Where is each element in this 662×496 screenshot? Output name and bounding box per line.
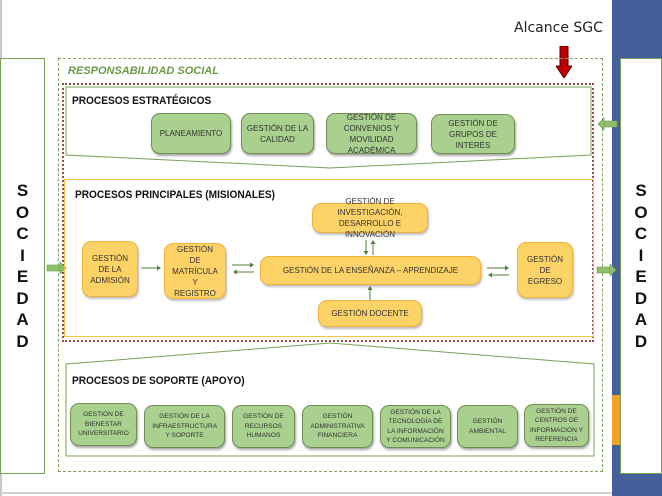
node-gestion-admision[interactable]: GESTIÓN DE LA ADMISIÓN	[82, 241, 138, 297]
node-gestion-egreso[interactable]: GESTIÓN DE EGRESO	[517, 242, 573, 298]
society-to-strategic-arrow	[597, 117, 618, 131]
society-letter: S	[16, 181, 29, 200]
society-letter: A	[16, 310, 29, 329]
strategic-section-title: PROCESOS ESTRATÉGICOS	[72, 95, 212, 107]
node-gestion-ensenanza[interactable]: GESTIÓN DE LA ENSEÑANZA – APRENDIZAJE	[260, 256, 481, 285]
society-letter: E	[635, 267, 647, 286]
society-letter: D	[634, 331, 648, 351]
arrow-ensenanza-egreso	[487, 265, 509, 278]
blue-side-bar	[612, 58, 620, 496]
society-letter: C	[16, 224, 29, 243]
society-letter: O	[634, 202, 648, 222]
society-letter: A	[634, 310, 648, 329]
society-letter: D	[16, 288, 29, 308]
node-recursos-humanos[interactable]: GESTIÓN DE RECURSOS HUMANOS	[232, 405, 295, 448]
orange-bar-segment	[612, 395, 620, 445]
node-administrativa-financiera[interactable]: GESTIÓN ADMINISTRATIVA FINANCIERA	[302, 405, 373, 448]
strategic-section-outline	[65, 86, 592, 169]
principal-to-society-arrow	[596, 263, 617, 277]
society-to-principal-arrow	[46, 261, 67, 275]
arrow-admision-matricula	[141, 265, 161, 271]
society-letter: I	[20, 245, 25, 265]
society-left-box: S O C I E D A D	[0, 58, 45, 474]
society-letter: S	[635, 181, 647, 200]
arrow-investigacion-ensenanza	[363, 240, 376, 255]
social-responsibility-label: RESPONSABILIDAD SOCIAL	[68, 65, 219, 77]
down-arrow-icon	[556, 46, 572, 78]
society-letter: D	[16, 331, 29, 351]
frame-bottom-border	[0, 492, 620, 494]
node-gestion-docente[interactable]: GESTIÓN DOCENTE	[318, 300, 422, 327]
scope-label: Alcance SGC	[514, 20, 603, 36]
society-letter: E	[16, 267, 29, 286]
node-tecnologia-informacion[interactable]: GESTIÓN DE LA TECNOLOGÍA DE LA INFORMACI…	[380, 405, 451, 448]
blue-corner-top	[612, 0, 662, 58]
node-gestion-matricula[interactable]: GESTIÓN DE MATRÍCULA Y REGISTRO	[164, 243, 226, 299]
society-letter: I	[638, 245, 644, 265]
principal-section-container	[64, 179, 594, 337]
arrow-matricula-ensenanza	[232, 262, 254, 275]
node-centros-informacion[interactable]: GESTIÓN DE CENTROS DE INFORMACIÓN Y REFE…	[524, 404, 589, 447]
support-section-outline	[65, 342, 595, 457]
node-infraestructura-soporte[interactable]: GESTIÓN DE LA INFRAESTRUCTURA Y SOPORTE	[144, 405, 225, 448]
node-gestion-convenios[interactable]: GESTIÓN DE CONVENIOS Y MOVILIDAD ACADÉMI…	[326, 113, 417, 155]
society-letter: D	[634, 288, 648, 308]
society-letter: C	[634, 224, 648, 243]
node-planeamiento[interactable]: PLANEAMIENTO	[151, 113, 231, 154]
blue-corner-bottom	[612, 474, 662, 496]
node-gestion-investigacion[interactable]: GESTIÓN DE INVESTIGACIÓN, DESARROLLO E I…	[312, 197, 428, 239]
arrow-docente-ensenanza	[367, 286, 373, 300]
node-bienestar-universitario[interactable]: GESTIÓN DE BIENESTAR UNIVERSITARIO	[70, 403, 137, 446]
support-section-title: PROCESOS DE SOPORTE (APOYO)	[72, 375, 245, 387]
society-letter: O	[15, 202, 30, 222]
principal-section-title: PROCESOS PRINCIPALES (MISIONALES)	[75, 189, 275, 201]
node-gestion-ambiental[interactable]: GESTIÓN AMBIENTAL	[457, 405, 518, 448]
node-gestion-grupos-interes[interactable]: GESTIÓN DE GRUPOS DE INTERÉS	[431, 114, 515, 154]
node-gestion-calidad[interactable]: GESTIÓN DE LA CALIDAD	[241, 113, 314, 154]
